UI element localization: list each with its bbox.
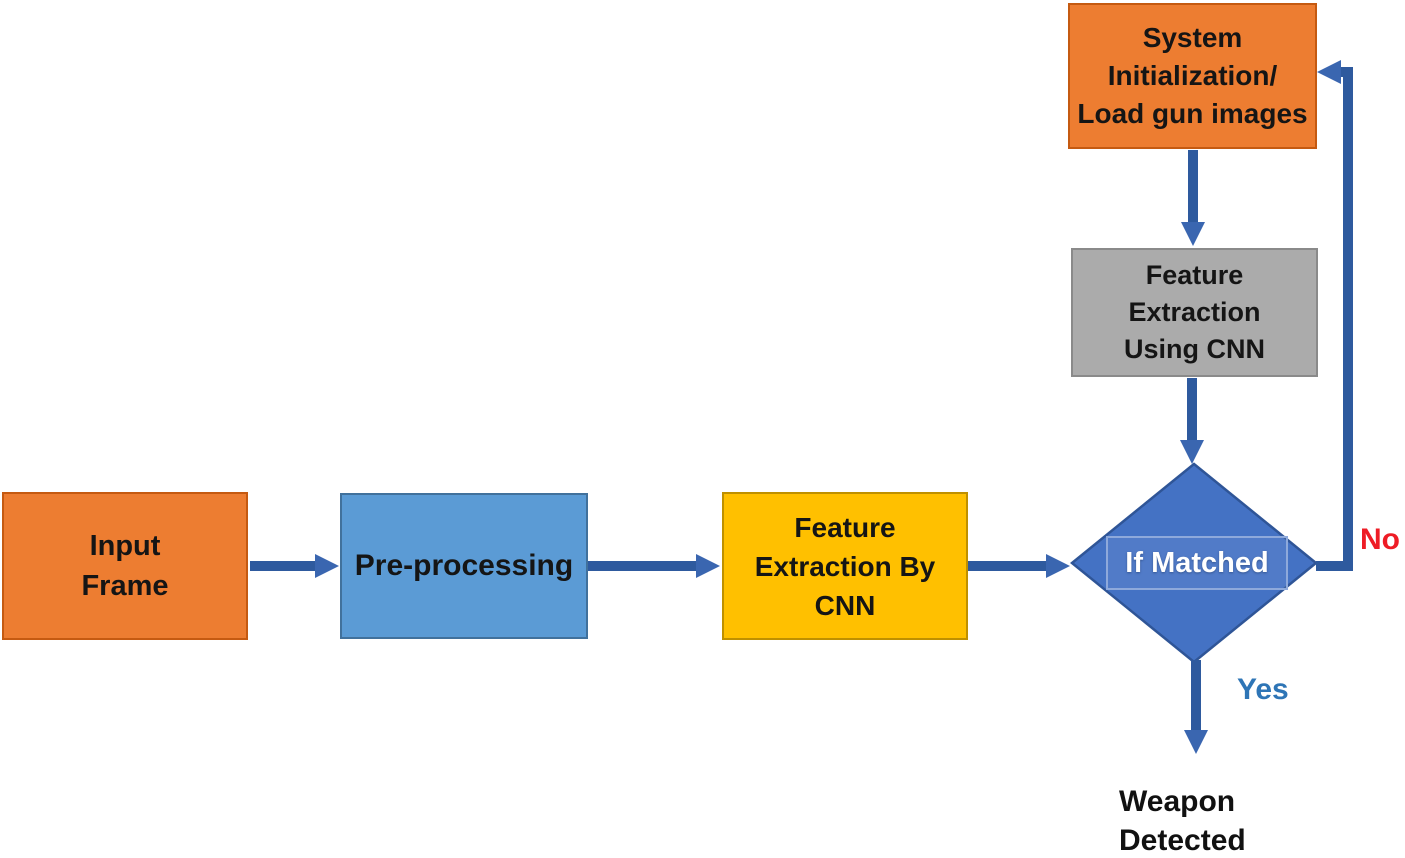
yes-label: Yes: [1237, 673, 1289, 706]
node-weapon-detected: Weapon Detected: [1119, 782, 1246, 858]
node-label: Feature: [1145, 260, 1244, 290]
node-label: System: [1142, 22, 1243, 53]
node-system-initialization: System Initialization/ Load gun images: [1068, 3, 1317, 149]
node-label: Feature: [794, 511, 896, 543]
node-label: Initialization/: [1107, 60, 1278, 91]
node-pre-processing: Pre-processing: [340, 493, 588, 639]
node-label: Extraction By: [754, 550, 936, 582]
node-label: Pre-processing: [354, 549, 574, 582]
node-feature-extraction-by-cnn: Feature Extraction By CNN: [722, 492, 968, 640]
node-label: Detected: [1119, 824, 1246, 857]
arrow-no-loop-to-systeminit: [1316, 59, 1353, 571]
node-if-matched-label: If Matched: [1106, 536, 1288, 590]
node-label: If Matched: [1125, 546, 1269, 579]
branch-label-yes: Yes: [1237, 674, 1289, 706]
node-feature-extraction-using-cnn: Feature Extraction Using CNN: [1071, 248, 1318, 377]
branch-label-no: No: [1360, 524, 1400, 556]
node-label: Extraction: [1128, 297, 1261, 327]
node-label: Using CNN: [1124, 334, 1265, 364]
node-label: Weapon: [1119, 785, 1236, 818]
node-input-frame: Input Frame: [2, 492, 248, 640]
no-label: No: [1360, 523, 1400, 556]
node-label: Frame: [81, 570, 169, 602]
node-label: CNN: [814, 589, 876, 621]
node-label: Load gun images: [1077, 98, 1308, 129]
node-label: Input: [89, 530, 161, 562]
